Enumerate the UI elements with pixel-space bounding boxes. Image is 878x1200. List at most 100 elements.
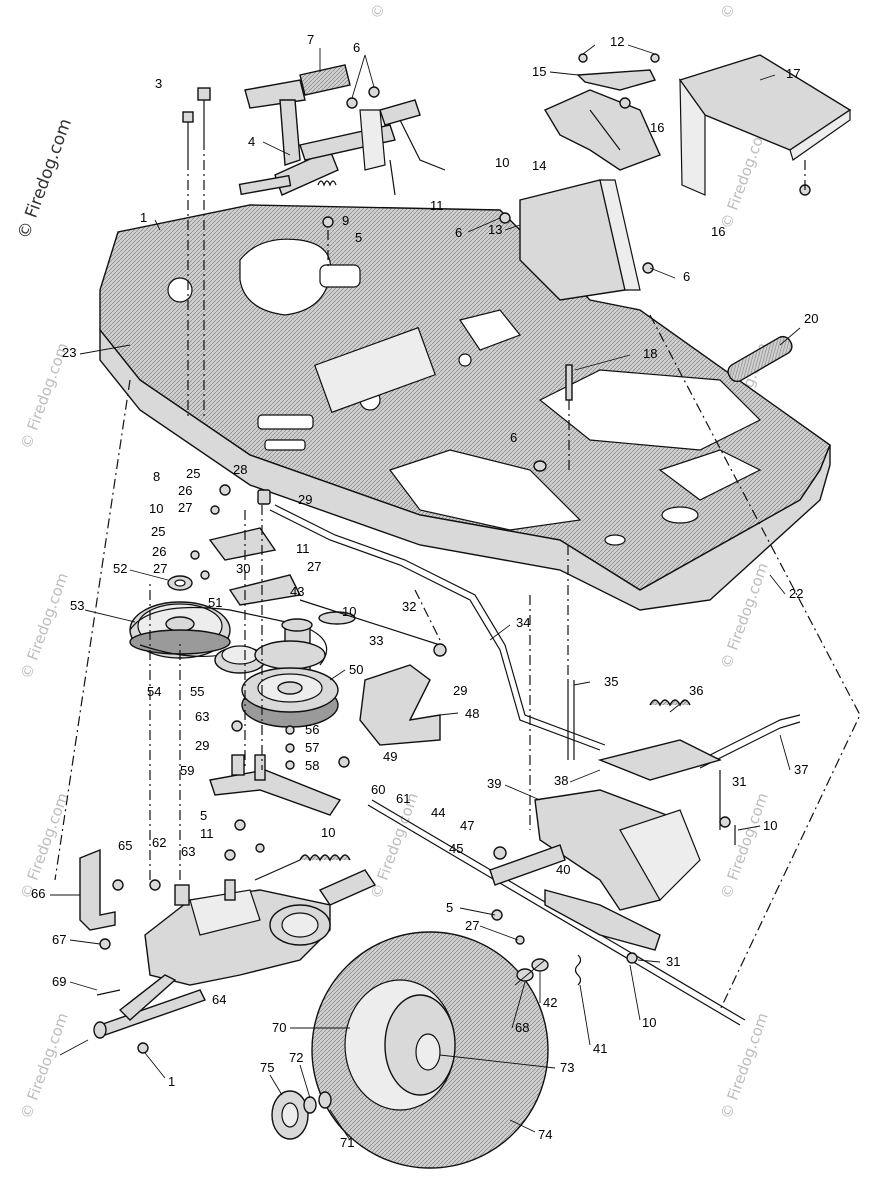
- callout-39: 39: [487, 776, 501, 791]
- callout-67: 67: [52, 932, 66, 947]
- callout-65: 65: [118, 838, 132, 853]
- callout-27: 27: [465, 918, 479, 933]
- callout-1: 1: [168, 1074, 175, 1089]
- callout-28: 28: [233, 462, 247, 477]
- callout-12: 12: [610, 34, 624, 49]
- callout-49: 49: [383, 749, 397, 764]
- callout-27: 27: [178, 500, 192, 515]
- callout-69: 69: [52, 974, 66, 989]
- callout-5: 5: [200, 808, 207, 823]
- pedal-assembly: [182, 64, 446, 420]
- callout-63: 63: [181, 844, 195, 859]
- callout-36: 36: [689, 683, 703, 698]
- callout-40: 40: [556, 862, 570, 877]
- callout-75: 75: [260, 1060, 274, 1075]
- callout-56: 56: [305, 722, 319, 737]
- callout-70: 70: [272, 1020, 286, 1035]
- callout-43: 43: [290, 584, 304, 599]
- callout-10: 10: [321, 825, 335, 840]
- callout-6: 6: [683, 269, 690, 284]
- callout-6: 6: [455, 225, 462, 240]
- watermark-main: © Firedog.com: [14, 116, 76, 242]
- callout-66: 66: [31, 886, 45, 901]
- callout-6: 6: [353, 40, 360, 55]
- callout-64: 64: [212, 992, 226, 1007]
- callout-7: 7: [307, 32, 314, 47]
- callout-44: 44: [431, 805, 445, 820]
- callout-11: 11: [430, 198, 444, 213]
- callout-1: 1: [140, 210, 147, 225]
- watermark: © Firedog.com: [17, 570, 72, 681]
- misc-top-parts: [533, 335, 793, 472]
- rear-wheel: [271, 931, 549, 1169]
- drive-belt-assembly: [129, 484, 447, 770]
- assembly-lines: [54, 314, 861, 1056]
- callout-57: 57: [305, 740, 319, 755]
- idler-bracket-assembly: [209, 754, 351, 881]
- callout-8: 8: [153, 469, 160, 484]
- callout-37: 37: [794, 762, 808, 777]
- control-rods: [269, 504, 801, 1026]
- callout-3: 3: [155, 76, 162, 91]
- callout-13: 13: [488, 222, 502, 237]
- callout-58: 58: [305, 758, 319, 773]
- callout-62: 62: [152, 835, 166, 850]
- callout-25: 25: [151, 524, 165, 539]
- callout-34: 34: [516, 615, 530, 630]
- watermark: © Firedog.com: [717, 790, 772, 901]
- callout-38: 38: [554, 773, 568, 788]
- callout-25: 25: [186, 466, 200, 481]
- callout-32: 32: [402, 599, 416, 614]
- callout-51: 51: [208, 595, 222, 610]
- watermark: © Firedog.com: [17, 1010, 72, 1121]
- callout-53: 53: [70, 598, 84, 613]
- callout-48: 48: [465, 706, 479, 721]
- callout-18: 18: [643, 346, 657, 361]
- callout-26: 26: [152, 544, 166, 559]
- callout-9: 9: [342, 213, 349, 228]
- callout-10: 10: [642, 1015, 656, 1030]
- callout-26: 26: [178, 483, 192, 498]
- callout-54: 54: [147, 684, 161, 699]
- callout-47: 47: [460, 818, 474, 833]
- callout-55: 55: [190, 684, 204, 699]
- callout-74: 74: [538, 1127, 552, 1142]
- callout-16: 16: [711, 224, 725, 239]
- callout-41: 41: [593, 1041, 607, 1056]
- callout-63: 63: [195, 709, 209, 724]
- callout-17: 17: [786, 66, 800, 81]
- callout-11: 11: [296, 541, 310, 556]
- callout-35: 35: [604, 674, 618, 689]
- callout-10: 10: [149, 501, 163, 516]
- callout-10: 10: [342, 604, 356, 619]
- callout-42: 42: [543, 995, 557, 1010]
- callout-45: 45: [449, 841, 463, 856]
- chassis-frame: [99, 204, 831, 611]
- brake-linkage-assembly: [489, 699, 736, 986]
- seat-bracket-assembly: [499, 53, 852, 301]
- callout-31: 31: [666, 954, 680, 969]
- callout-61: 61: [396, 791, 410, 806]
- watermark: © Firedog.com: [717, 1010, 772, 1121]
- callout-10: 10: [495, 155, 509, 170]
- watermark: © Firedog.com: [717, 0, 772, 21]
- callout-31: 31: [732, 774, 746, 789]
- callout-20: 20: [804, 311, 818, 326]
- callout-27: 27: [307, 559, 321, 574]
- callout-33: 33: [369, 633, 383, 648]
- callout-73: 73: [560, 1060, 574, 1075]
- callout-4: 4: [248, 134, 255, 149]
- leader-lines: [50, 44, 801, 1141]
- callout-15: 15: [532, 64, 546, 79]
- callout-14: 14: [532, 158, 546, 173]
- transaxle: [79, 580, 377, 1054]
- callout-5: 5: [355, 230, 362, 245]
- callout-6: 6: [510, 430, 517, 445]
- watermark: © Firedog.com: [367, 0, 422, 21]
- callout-10: 10: [763, 818, 777, 833]
- callout-22: 22: [789, 586, 803, 601]
- callout-72: 72: [289, 1050, 303, 1065]
- callout-27: 27: [153, 561, 167, 576]
- callout-59: 59: [180, 763, 194, 778]
- callout-68: 68: [515, 1020, 529, 1035]
